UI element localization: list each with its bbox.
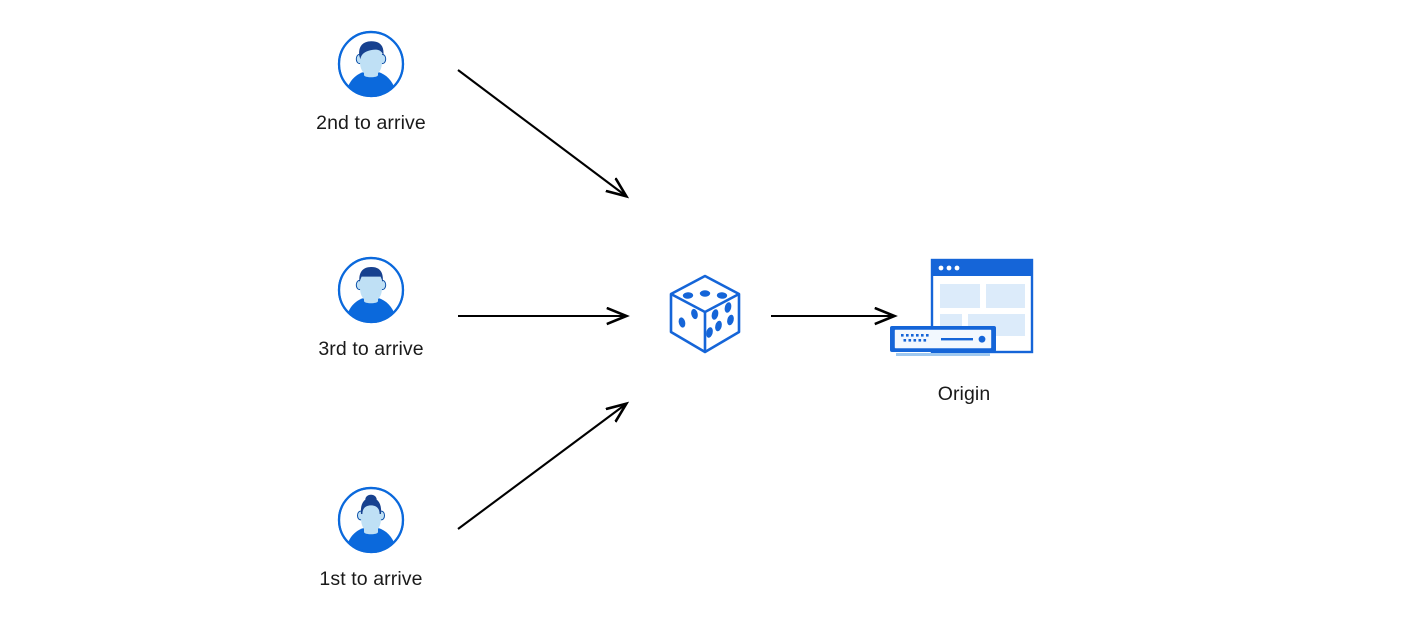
- dice-icon: [669, 274, 741, 354]
- client-label-3rd-to-arrive: 3rd to arrive: [318, 338, 424, 360]
- client-node-1st-to-arrive: 1st to arrive: [291, 484, 451, 591]
- client-label-2nd-to-arrive: 2nd to arrive: [316, 112, 426, 134]
- client-node-2nd-to-arrive: 2nd to arrive: [291, 28, 451, 135]
- random-balancer-node: [655, 264, 755, 364]
- user-avatar-icon: [337, 256, 405, 324]
- arrow-1st-to-dice: [457, 404, 626, 530]
- arrow-2nd-to-dice: [457, 69, 626, 196]
- origin-server-icon: [890, 258, 1034, 356]
- user-avatar-icon: [337, 30, 405, 98]
- origin-label: Origin: [937, 383, 991, 405]
- origin-node: Origin: [869, 256, 1059, 406]
- user-avatar-icon: [337, 486, 405, 554]
- client-label-1st-to-arrive: 1st to arrive: [319, 568, 423, 590]
- client-node-3rd-to-arrive: 3rd to arrive: [291, 254, 451, 361]
